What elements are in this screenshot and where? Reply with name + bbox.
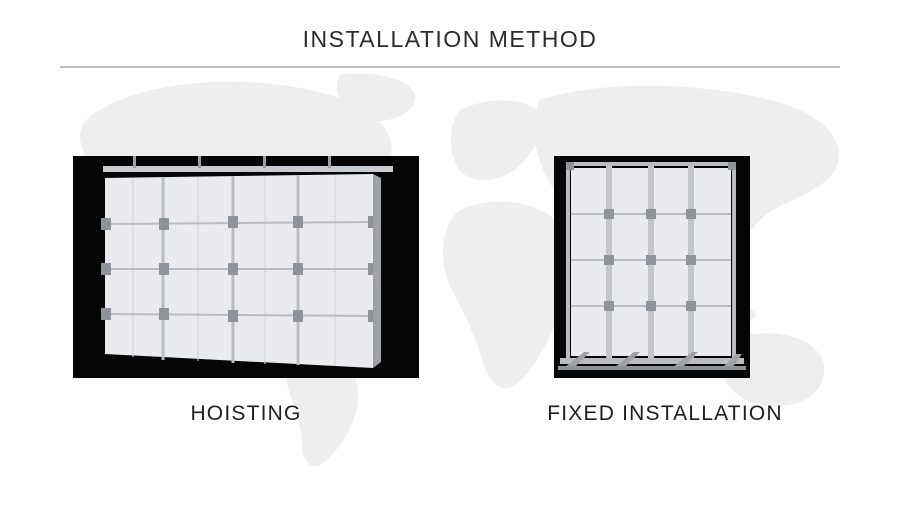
- hoisting-label: HOISTING: [190, 402, 302, 425]
- page-title: INSTALLATION METHOD: [302, 26, 598, 52]
- title-divider: [60, 66, 840, 68]
- hoisting-image: [73, 156, 419, 378]
- hoisting-frame-icon: [101, 156, 393, 368]
- fixed-installation-image: [554, 156, 750, 378]
- fixed-installation-label: FIXED INSTALLATION: [547, 402, 783, 425]
- fixed-stand-icon: [558, 162, 746, 370]
